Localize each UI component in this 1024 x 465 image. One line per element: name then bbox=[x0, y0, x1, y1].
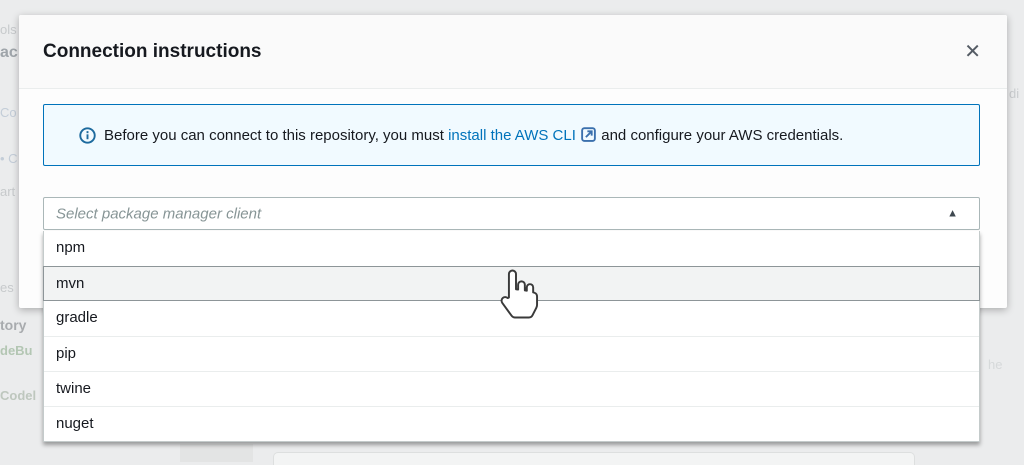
background-text-fragment: ac bbox=[0, 44, 18, 61]
modal-title: Connection instructions bbox=[43, 40, 262, 62]
background-text-fragment: Co bbox=[0, 105, 17, 120]
background-text-fragment: • C bbox=[0, 151, 18, 166]
background-text-fragment: di bbox=[1009, 86, 1020, 101]
background-text-fragment: tory bbox=[0, 317, 27, 333]
banner-text: Before you can connect to this repositor… bbox=[104, 127, 843, 144]
background-panel bbox=[273, 452, 915, 465]
dropdown-option-pip[interactable]: pip bbox=[44, 336, 979, 371]
close-icon[interactable]: ✕ bbox=[964, 40, 981, 63]
background-text-fragment: es bbox=[0, 280, 14, 295]
dropdown-option-nuget[interactable]: nuget bbox=[44, 406, 979, 441]
chevron-up-icon: ▲ bbox=[947, 207, 958, 219]
background-text-fragment: he bbox=[988, 357, 1003, 372]
info-banner: Before you can connect to this repositor… bbox=[43, 104, 980, 166]
background-text-fragment: deBu bbox=[0, 343, 33, 358]
background-text-fragment: ols bbox=[0, 22, 17, 37]
dropdown-option-mvn[interactable]: mvn bbox=[43, 266, 980, 301]
background-block bbox=[180, 444, 253, 462]
background-text-fragment: Codel bbox=[0, 388, 37, 403]
dropdown-option-npm[interactable]: npm bbox=[44, 231, 979, 266]
select-placeholder: Select package manager client bbox=[56, 205, 262, 222]
modal-header: Connection instructions ✕ bbox=[19, 15, 1007, 89]
banner-text-after: and configure your AWS credentials. bbox=[597, 126, 844, 144]
package-manager-dropdown-list: npm mvn gradle pip twine nuget bbox=[43, 231, 980, 442]
external-link-icon bbox=[581, 126, 596, 142]
info-icon bbox=[79, 126, 96, 144]
package-manager-select[interactable]: Select package manager client ▲ bbox=[43, 197, 980, 230]
dropdown-option-gradle[interactable]: gradle bbox=[44, 301, 979, 336]
install-aws-cli-link[interactable]: install the AWS CLI bbox=[448, 126, 576, 144]
dropdown-option-twine[interactable]: twine bbox=[44, 371, 979, 406]
banner-text-before: Before you can connect to this repositor… bbox=[104, 126, 449, 144]
background-text-fragment: art bbox=[0, 184, 16, 199]
